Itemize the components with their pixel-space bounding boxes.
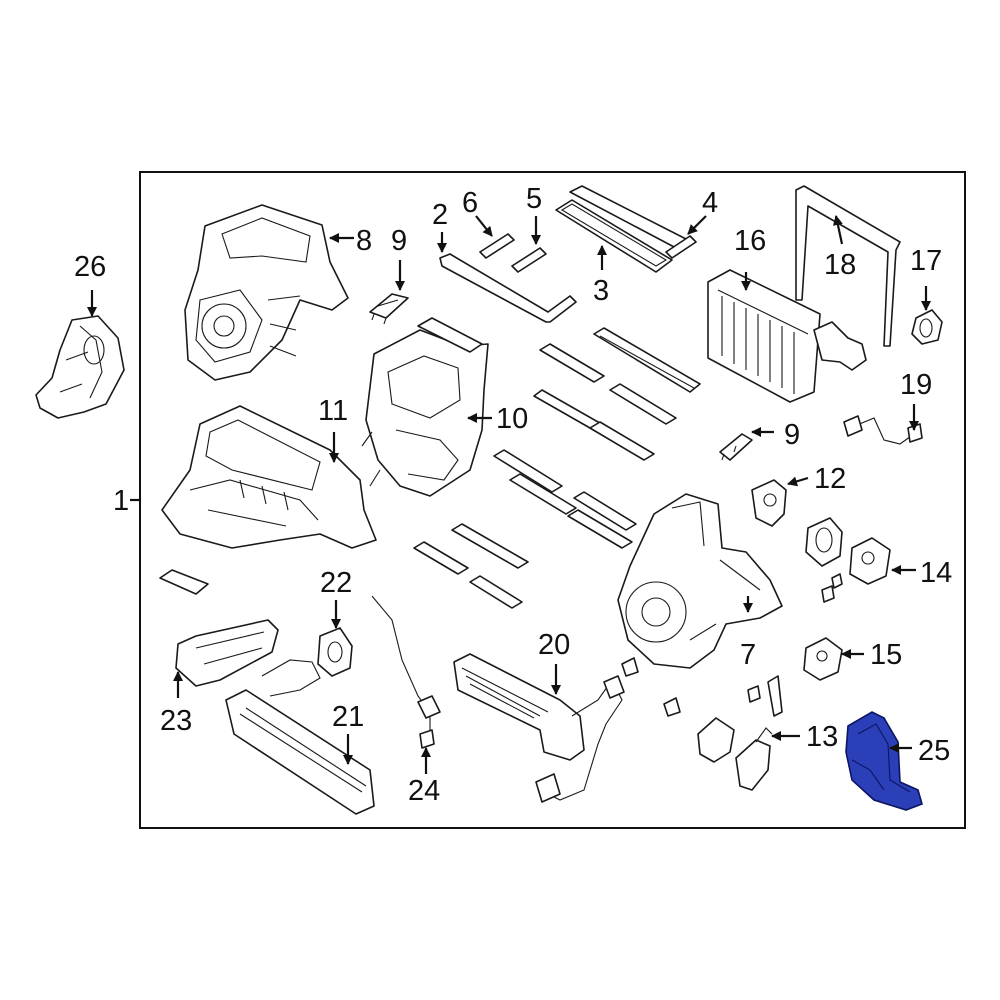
- callout-1: 1: [113, 485, 129, 517]
- callout-7: 7: [740, 639, 756, 671]
- callout-20: 20: [538, 629, 570, 661]
- door-assemblies[interactable]: [413, 327, 701, 609]
- callout-24: 24: [408, 775, 440, 807]
- callout-16: 16: [734, 225, 766, 257]
- part-18-seal[interactable]: [795, 185, 901, 347]
- part-25-duct-highlighted[interactable]: [845, 711, 923, 811]
- part-4-rail[interactable]: [569, 185, 697, 259]
- callout-10: 10: [496, 403, 528, 435]
- lever[interactable]: [767, 675, 783, 717]
- callout-4: 4: [702, 187, 718, 219]
- screws: [621, 573, 843, 717]
- callout-17: 17: [910, 245, 942, 277]
- callout-18: 18: [824, 249, 856, 281]
- callout-12: 12: [814, 463, 846, 495]
- callout-8: 8: [356, 225, 372, 257]
- part-10-center-case[interactable]: [361, 317, 489, 497]
- part-13-linkage[interactable]: [697, 717, 773, 791]
- callout-15: 15: [870, 639, 902, 671]
- part-2-seal[interactable]: [439, 253, 577, 323]
- callout-labels: 1 2 3 4 5 6 7 8 9 9 10 11 12 13 14 15 16…: [74, 183, 952, 807]
- part-24-hose[interactable]: [371, 595, 441, 749]
- callout-6: 6: [462, 187, 478, 219]
- callout-2: 2: [432, 199, 448, 231]
- callout-5: 5: [526, 183, 542, 215]
- part-5-strip[interactable]: [511, 247, 547, 273]
- part-11-lower-case[interactable]: [161, 405, 377, 549]
- part-22-grommet[interactable]: [317, 627, 353, 677]
- callout-23: 23: [160, 705, 192, 737]
- part-21-core[interactable]: [225, 659, 375, 815]
- part-3-gasket[interactable]: [555, 199, 673, 273]
- part-14-actuator[interactable]: [849, 537, 891, 585]
- grommet[interactable]: [805, 517, 843, 567]
- callout-13: 13: [806, 721, 838, 753]
- callout-26: 26: [74, 251, 106, 283]
- callout-9-lower: 9: [784, 419, 800, 451]
- part-12-actuator[interactable]: [751, 479, 787, 527]
- part-9-bracket-lower[interactable]: [719, 433, 753, 461]
- callout-25: 25: [918, 735, 950, 767]
- part-9-bracket-upper[interactable]: [369, 293, 409, 325]
- callout-19: 19: [900, 369, 932, 401]
- filter-pad[interactable]: [159, 569, 209, 595]
- part-15-actuator[interactable]: [803, 637, 843, 681]
- part-6-strip[interactable]: [479, 233, 515, 259]
- leader-lines: [87, 215, 931, 774]
- part-26-duct[interactable]: [35, 315, 125, 419]
- callout-9-upper: 9: [391, 225, 407, 257]
- callout-21: 21: [332, 701, 364, 733]
- part-17-grommet[interactable]: [911, 309, 943, 345]
- callout-22: 22: [320, 567, 352, 599]
- part-7-blower-case[interactable]: [617, 493, 783, 669]
- part-20-heater[interactable]: [453, 653, 625, 803]
- part-16-evaporator[interactable]: [707, 269, 867, 403]
- callout-11: 11: [318, 395, 348, 427]
- part-8-upper-case[interactable]: [184, 204, 349, 381]
- callout-14: 14: [920, 557, 952, 589]
- callout-3: 3: [593, 275, 609, 307]
- part-19-sensor[interactable]: [843, 415, 923, 445]
